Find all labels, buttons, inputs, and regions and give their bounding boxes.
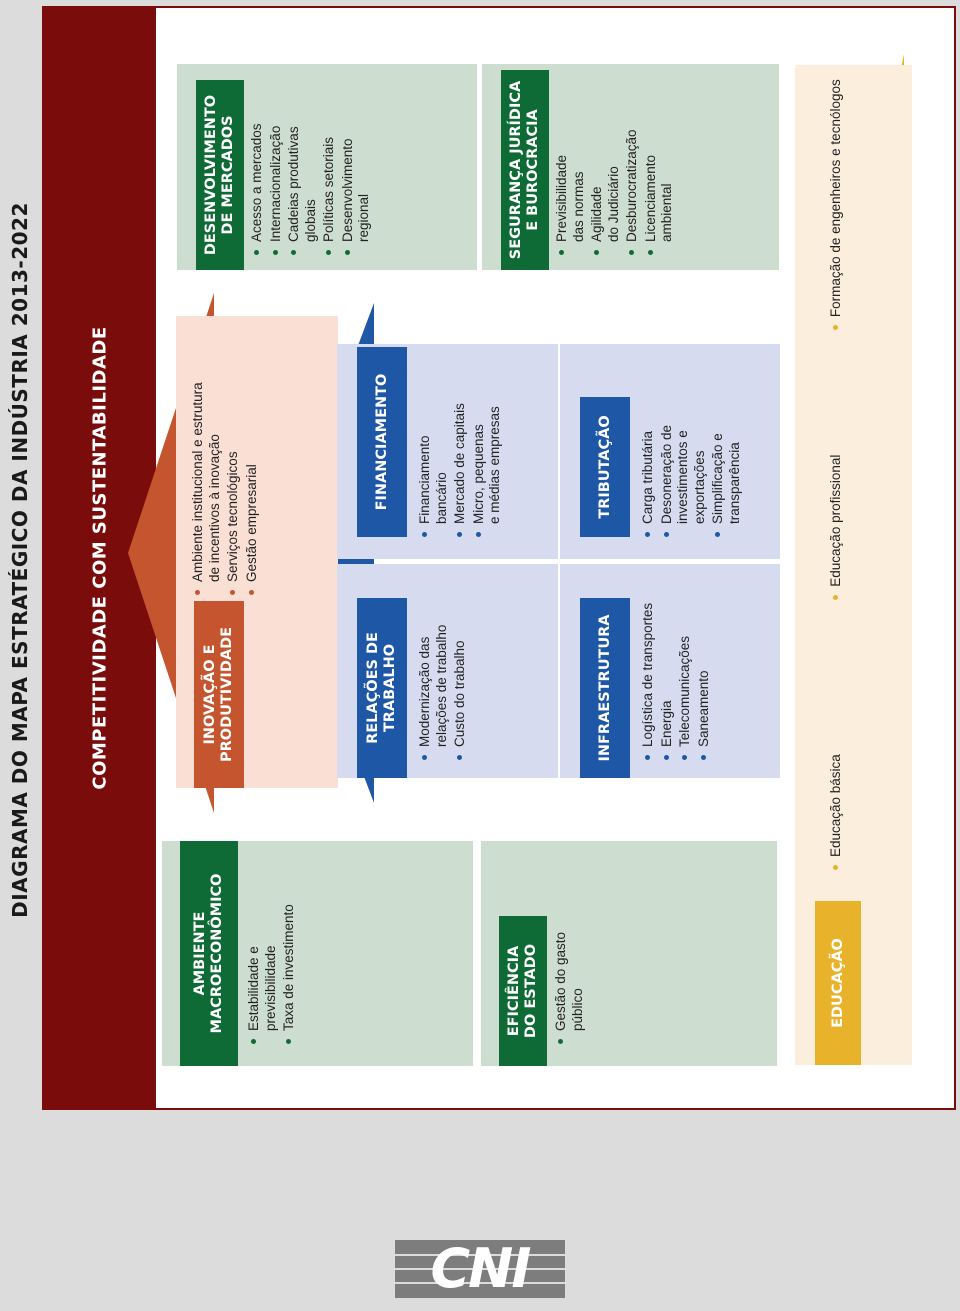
box-eficiencia: EFICIÊNCIA DO ESTADO Gestão do gasto púb… (481, 841, 777, 1066)
list-educacao: Educação básica Educação profissional Fo… (827, 70, 847, 870)
box-desenvolvimento: DESENVOLVIMENTO DE MERCADOS Acesso a mer… (177, 64, 477, 270)
page-title-area: DIAGRAMA DO MAPA ESTRATÉGICO DA INDÚSTRI… (0, 0, 40, 1120)
list-item: Educação básica (828, 754, 845, 870)
logo-stripe (395, 1268, 565, 1270)
cni-logo: CNI (395, 1240, 565, 1298)
page-title: DIAGRAMA DO MAPA ESTRATÉGICO DA INDÚSTRI… (8, 202, 32, 918)
box-inovacao: INOVAÇÃO E PRODUTIVIDADE Ambiente instit… (176, 316, 338, 788)
list-item: Educação profissional (828, 455, 845, 600)
box-seguranca: SEGURANÇA JURÍDICA E BUROCRACIA Previsib… (482, 64, 779, 270)
bullet-icon (833, 594, 838, 600)
educacao-box: EDUCAÇÃO Educação básica Educação profis… (795, 65, 912, 1065)
bullet-icon (833, 325, 838, 331)
cni-logo-text: CNI (430, 1237, 532, 1300)
item-text: Formação de engenheiros e tecnólogos (828, 79, 843, 318)
item-text: Educação profissional (828, 454, 843, 587)
header-educacao-text: EDUCAÇÃO (829, 938, 846, 1028)
box-infraestrutura: INFRAESTRUTURA Logística de transportes … (560, 564, 780, 778)
box-financiamento: FINANCIAMENTO Financiamento bancário Mer… (337, 344, 558, 559)
box-tributacao: TRIBUTAÇÃO Carga tributária Desoneração … (560, 344, 780, 559)
box-ambiente-macro: AMBIENTE MACROECONÔMICO Estabilidade e p… (162, 841, 473, 1066)
strategic-map-frame: COMPETITIVIDADE COM SUSTENTABILIDADE AMB… (42, 6, 956, 1110)
logo-stripe (395, 1254, 565, 1256)
bullet-icon (833, 865, 838, 870)
list-item: Formação de engenheiros e tecnólogos (828, 79, 845, 331)
logo-stripe (395, 1282, 565, 1284)
header-educacao: EDUCAÇÃO (815, 901, 861, 1065)
box-relacoes: RELAÇÕES DE TRABALHO Modernização das re… (337, 564, 558, 778)
item-text: Educação básica (828, 754, 843, 857)
